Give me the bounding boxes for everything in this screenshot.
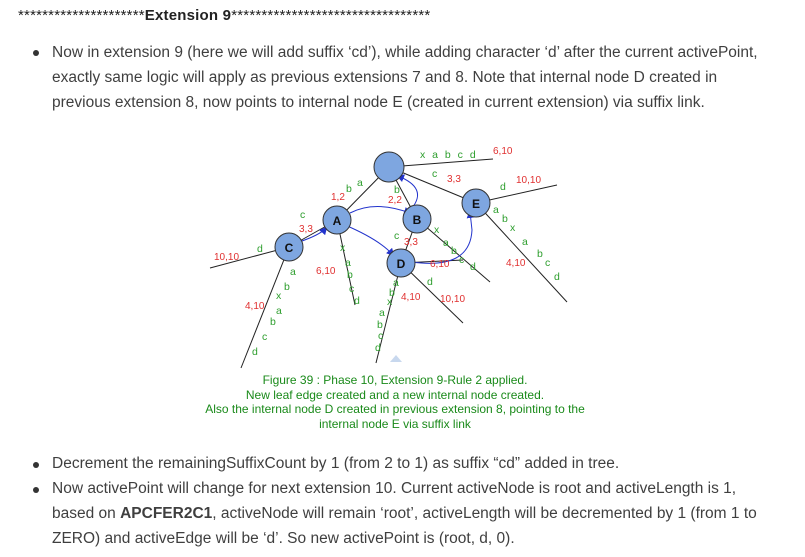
intro-line-3: previous extension 8, now points to inte… bbox=[52, 94, 705, 111]
svg-text:c: c bbox=[262, 331, 267, 343]
root-edge-index: 6,10 bbox=[493, 146, 513, 157]
svg-text:c: c bbox=[459, 254, 464, 266]
svg-text:b: b bbox=[270, 316, 276, 328]
svg-text:d: d bbox=[470, 261, 476, 273]
c-left-index: 10,10 bbox=[214, 252, 239, 263]
svg-text:a: a bbox=[493, 204, 499, 216]
bullet-1-text: Decrement the remainingSuffixCount by 1 … bbox=[52, 455, 620, 472]
b-edge-index: 2,2 bbox=[388, 195, 402, 206]
svg-text:c: c bbox=[349, 283, 354, 295]
svg-text:b: b bbox=[346, 183, 352, 195]
svg-text:c: c bbox=[394, 230, 399, 242]
node-c bbox=[274, 232, 304, 262]
node-b bbox=[402, 204, 432, 234]
bullet-2-text: Now activePoint will change for next ext… bbox=[52, 476, 757, 551]
node-a-label: A bbox=[333, 214, 342, 228]
bullet-2-line-2-post: , activeNode will remain ‘root’, activeL… bbox=[212, 505, 757, 522]
svg-text:a: a bbox=[290, 266, 296, 278]
header-title: Extension 9 bbox=[144, 7, 232, 24]
bullet-2-line-2: based on APCFER2C1, activeNode will rema… bbox=[52, 501, 757, 526]
node-e-label: E bbox=[472, 197, 480, 211]
d-down-index: 4,10 bbox=[401, 292, 421, 303]
svg-text:a: a bbox=[276, 305, 282, 317]
bullet-dot bbox=[33, 50, 39, 56]
caption-line-3: Also the internal node D created in prev… bbox=[205, 402, 585, 416]
node-c-label: C bbox=[285, 241, 294, 255]
svg-text:c: c bbox=[300, 209, 305, 221]
svg-text:c: c bbox=[378, 330, 383, 342]
bullet-2-line-2-pre: based on bbox=[52, 505, 121, 522]
bullet-2-line-3: ZERO) and activeEdge will be ‘d’. So new… bbox=[52, 530, 515, 547]
svg-text:x: x bbox=[276, 290, 282, 302]
node-b-label: B bbox=[413, 213, 422, 227]
bullet-dot bbox=[33, 462, 39, 468]
suffix-links bbox=[298, 174, 475, 264]
tree-nodes bbox=[274, 151, 491, 278]
svg-text:b: b bbox=[394, 184, 400, 196]
svg-text:b: b bbox=[347, 269, 353, 281]
svg-text:c: c bbox=[545, 257, 550, 269]
a-down-index: 6,10 bbox=[316, 266, 336, 277]
b-down-index: 3,3 bbox=[404, 237, 418, 248]
svg-text:b: b bbox=[389, 287, 395, 299]
intro-line-1: Now in extension 9 (here we will add suf… bbox=[52, 44, 758, 61]
svg-text:a: a bbox=[345, 257, 351, 269]
e-edge-char: c bbox=[432, 168, 437, 180]
e-right-char: d bbox=[500, 181, 506, 193]
header-stars-left: ********************* bbox=[18, 7, 145, 24]
rule-name: APCFER2C1 bbox=[120, 505, 213, 522]
node-d-label: D bbox=[397, 257, 406, 271]
svg-text:b: b bbox=[502, 213, 508, 225]
caption-line-4: internal node E via suffix link bbox=[319, 416, 471, 431]
e-edge-index: 3,3 bbox=[447, 174, 461, 185]
extension-header: *********************Extension 9********… bbox=[18, 7, 430, 24]
svg-text:d: d bbox=[427, 276, 433, 288]
svg-text:d: d bbox=[554, 271, 560, 283]
svg-text:a: a bbox=[393, 277, 399, 289]
cursor-marker bbox=[390, 355, 402, 362]
svg-text:a: a bbox=[379, 307, 385, 319]
svg-text:b: b bbox=[377, 319, 383, 331]
c-edge-index: 3,3 bbox=[299, 224, 313, 235]
svg-text:d: d bbox=[354, 295, 360, 307]
svg-text:a: a bbox=[522, 236, 528, 248]
bullet-2-line-1: Now activePoint will change for next ext… bbox=[52, 480, 737, 497]
svg-text:a: a bbox=[357, 177, 363, 189]
svg-text:b: b bbox=[537, 248, 543, 260]
svg-text:x: x bbox=[340, 242, 346, 254]
figure-caption: Figure 39 : Phase 10, Extension 9-Rule 2… bbox=[180, 373, 610, 431]
svg-text:a: a bbox=[443, 237, 449, 249]
d-right-index: 6,10 bbox=[430, 259, 450, 270]
root-edge-chars: x a b c d bbox=[420, 149, 478, 161]
svg-text:x: x bbox=[434, 224, 440, 236]
c-left-char: d bbox=[257, 243, 263, 255]
svg-text:x: x bbox=[387, 296, 393, 308]
svg-text:b: b bbox=[451, 245, 457, 257]
node-a bbox=[322, 205, 352, 235]
header-stars-right: ********************************* bbox=[231, 7, 431, 24]
e-down-index: 4,10 bbox=[506, 258, 526, 269]
node-e bbox=[461, 188, 491, 218]
svg-text:b: b bbox=[284, 281, 290, 293]
intro-paragraph: Now in extension 9 (here we will add suf… bbox=[52, 40, 758, 115]
caption-line-1: Figure 39 : Phase 10, Extension 9-Rule 2… bbox=[262, 373, 528, 387]
e-right-index: 10,10 bbox=[516, 175, 541, 186]
d-down2-index: 10,10 bbox=[440, 294, 465, 305]
svg-text:d: d bbox=[252, 346, 258, 358]
bullet-dot bbox=[33, 487, 39, 493]
a-edge-index: 1,2 bbox=[331, 192, 345, 203]
caption-line-2: New leaf edge created and a new internal… bbox=[245, 387, 545, 402]
node-d bbox=[386, 248, 416, 278]
root-node bbox=[373, 151, 405, 183]
c-down-index: 4,10 bbox=[245, 301, 265, 312]
svg-text:d: d bbox=[375, 342, 381, 354]
intro-line-2: exactly same logic will apply as previou… bbox=[52, 69, 718, 86]
svg-text:x: x bbox=[510, 222, 516, 234]
